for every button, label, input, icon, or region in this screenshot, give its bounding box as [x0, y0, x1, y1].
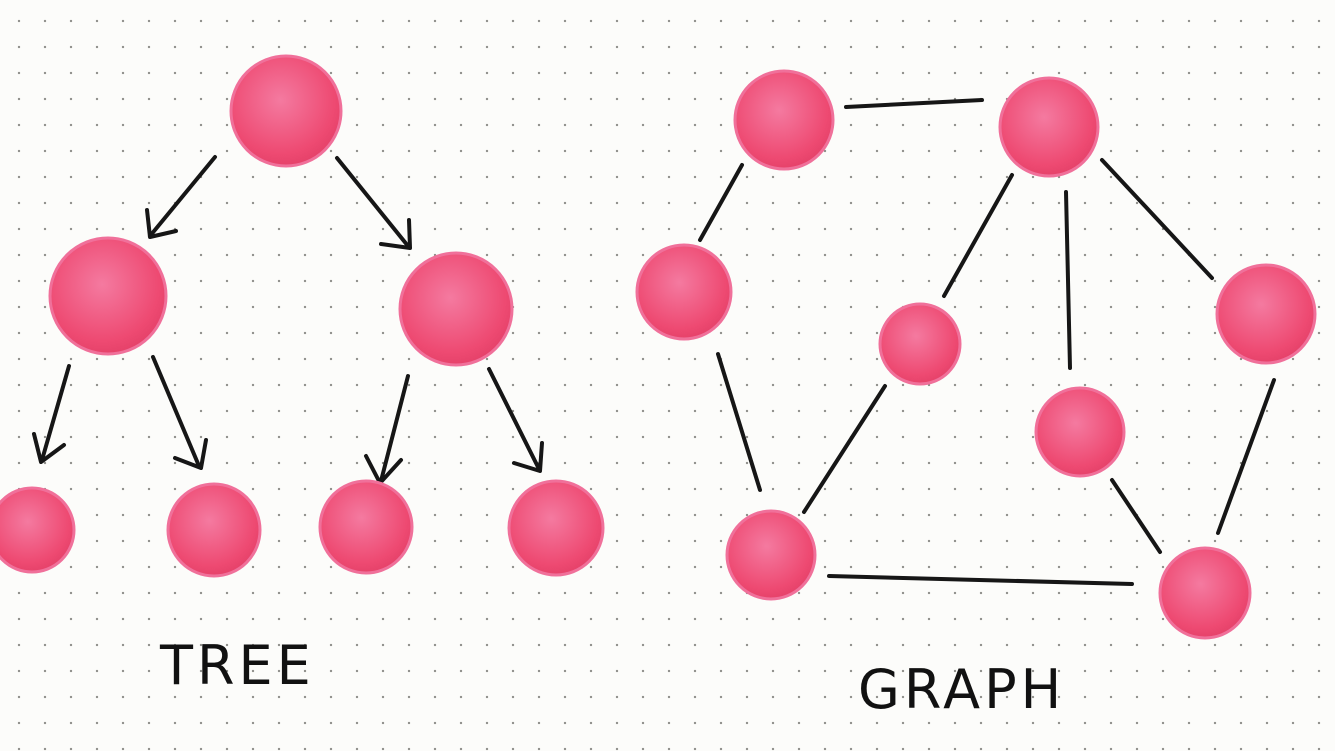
- graph-node-mid-left: [635, 243, 733, 341]
- graph-edge-center-bottomleft: [802, 384, 887, 514]
- tree-edge-left-leftright: [151, 355, 208, 470]
- graph-edge-topright-center: [942, 173, 1014, 298]
- arrowhead-icon: [32, 432, 66, 464]
- graph-edge-bottomleft-bottomright: [827, 574, 1134, 586]
- graph-edge-topright-right: [1100, 158, 1214, 280]
- tree-label: TREE: [159, 634, 315, 697]
- graph-diagram: GRAPH: [635, 69, 1317, 721]
- tree-edges: [32, 155, 544, 485]
- tree-nodes: [0, 54, 605, 578]
- graph-node-right: [1215, 263, 1317, 365]
- graph-node-top-left: [733, 69, 835, 171]
- graph-node-top-right: [998, 76, 1100, 178]
- graph-node-center: [878, 302, 962, 386]
- graph-edge-lowercenter-bottomright: [1110, 478, 1162, 554]
- arrowhead-icon: [173, 438, 208, 470]
- tree-node-root: [229, 54, 343, 168]
- tree-edge-left-leftleft: [32, 364, 71, 464]
- graph-node-bottom-right: [1158, 546, 1252, 640]
- graph-edge-topleft-topright: [844, 98, 984, 109]
- graph-edge-right-bottomright: [1216, 378, 1276, 535]
- tree-edge-root-left: [145, 155, 217, 239]
- graph-label: GRAPH: [858, 658, 1065, 721]
- graph-edge-topright-lowercenter: [1064, 190, 1072, 370]
- tree-edge-root-right: [335, 156, 412, 250]
- arrowhead-icon: [379, 218, 412, 250]
- tree-node-left-left: [0, 486, 76, 574]
- tree-node-right-right: [507, 479, 605, 577]
- tree-node-left: [48, 236, 168, 356]
- graph-node-bottom-left: [725, 509, 817, 601]
- graph-edge-midleft-bottomleft: [716, 352, 762, 492]
- tree-node-left-right: [166, 482, 262, 578]
- arrowhead-icon: [512, 441, 544, 473]
- graph-edges: [698, 98, 1276, 586]
- arrowhead-icon: [145, 208, 178, 239]
- graph-nodes: [635, 69, 1317, 640]
- tree-node-right: [398, 251, 514, 367]
- tree-edge-right-rightleft: [364, 374, 410, 485]
- tree-diagram: TREE: [0, 54, 605, 697]
- graph-edge-topleft-midleft: [698, 163, 744, 242]
- tree-node-right-left: [318, 479, 414, 575]
- graph-node-lower-center: [1034, 386, 1126, 478]
- tree-edge-right-rightright: [487, 367, 544, 473]
